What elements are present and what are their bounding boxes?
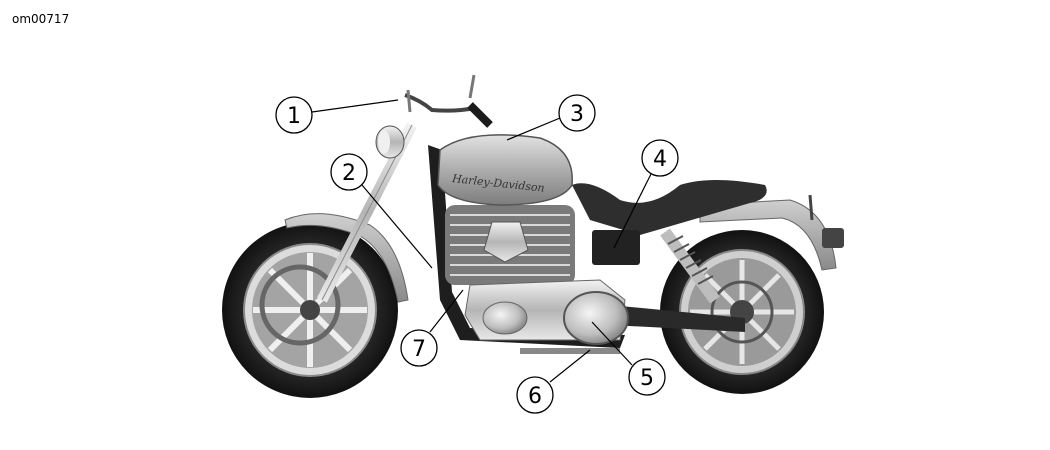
callout-7: 7: [400, 329, 438, 367]
callout-5: 5: [628, 358, 666, 396]
leader-line-7: [429, 289, 464, 333]
figure-id: om00717: [12, 12, 70, 26]
callout-number: 7: [412, 337, 426, 362]
leader-line-5: [591, 321, 633, 366]
leader-lines: [311, 99, 652, 383]
callout-2: 2: [330, 153, 368, 191]
rear-shock: [660, 228, 720, 304]
license-bracket: [808, 194, 814, 221]
callout-4: 4: [641, 139, 679, 177]
leader-line-6: [549, 349, 591, 383]
tail-light: [822, 228, 844, 248]
foot-control: [520, 348, 620, 354]
fuel-tank: Harley-Davidson: [437, 134, 573, 206]
swingarm: [610, 305, 745, 332]
callout-number: 5: [640, 366, 654, 391]
callout-number: 1: [287, 104, 301, 129]
callout-3: 3: [558, 94, 596, 132]
leader-line-4: [613, 173, 652, 249]
seat: [572, 180, 767, 235]
rear-fender: [699, 199, 837, 271]
leader-line-3: [506, 117, 561, 141]
leader-line-1: [311, 99, 399, 113]
side-cover: [592, 230, 640, 265]
callout-number: 3: [570, 102, 584, 127]
front-wheel: [222, 222, 398, 398]
handlebars: [404, 74, 493, 128]
callout-number: 6: [528, 384, 542, 409]
leader-line-2: [361, 184, 433, 269]
headlight: [375, 125, 405, 159]
callout-number: 4: [653, 147, 667, 172]
engine: [445, 205, 629, 345]
callout-6: 6: [516, 376, 554, 414]
front-fender: [284, 213, 409, 303]
callout-number: 2: [342, 161, 356, 186]
callout-1: 1: [275, 96, 313, 134]
